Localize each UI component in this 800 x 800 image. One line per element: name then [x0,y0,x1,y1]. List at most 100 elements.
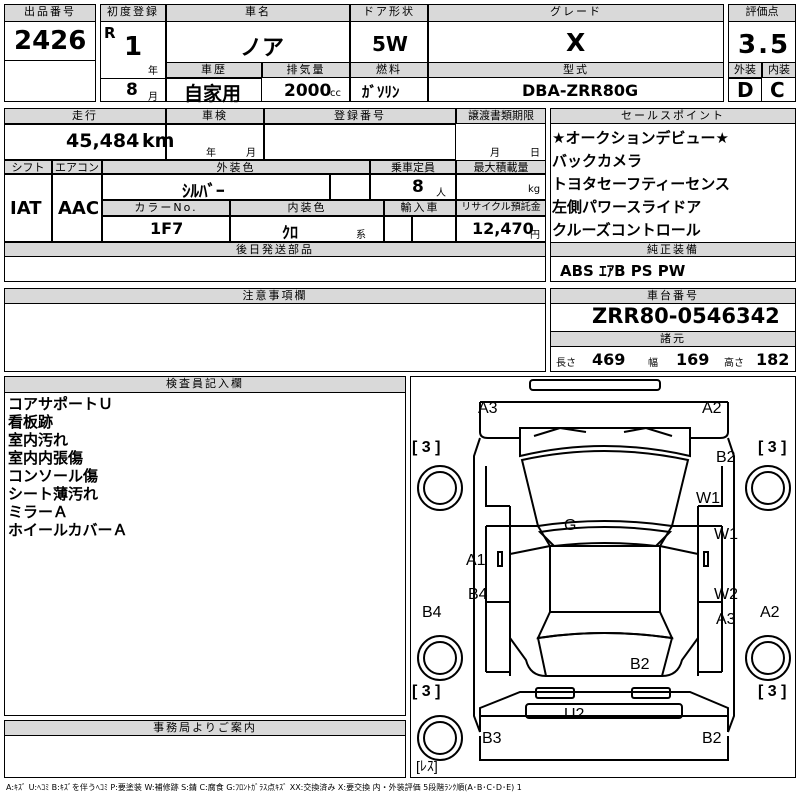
mileage-cell [4,124,166,160]
load-unit: kg [528,184,541,195]
ext-value: D [737,78,754,102]
history-label: 車歴 [166,62,262,78]
spare-tire-label: [ﾚｽ] [416,758,438,774]
load-label: 最大積載量 [456,160,546,174]
mileage-label: 走行 [4,108,166,124]
damage-mark: A1 [466,552,486,569]
tire-score: [ 3 ] [758,439,787,456]
ac-label: エアコン [52,160,102,174]
reg-era: R [104,24,116,42]
damage-mark: B4 [422,604,442,621]
damage-mark: W1 [696,490,720,507]
displacement-value: 2000 [284,81,332,101]
grade-value: X [566,28,586,57]
recycle-value: 12,470 [472,219,534,238]
damage-mark: B4 [468,586,488,603]
capacity-cell [370,174,456,200]
door-value: 5W [372,32,408,56]
color-label: 外装色 [102,160,370,174]
inspector-note: 室内内張傷 [8,449,84,467]
ext-cell [728,78,762,102]
interior-color-cell [230,216,384,242]
fuel-label: 燃料 [350,62,428,78]
plate-cell [264,124,456,160]
equipment-value: ABS ｴｱB PS PW [560,262,686,280]
chassis-value: ZRR80-0546342 [592,304,780,328]
capacity-label: 乗車定員 [370,160,456,174]
color-no-cell [102,216,230,242]
recycle-cell [456,216,546,242]
interior-color-value: ｸﾛ [282,223,299,242]
inspection-cell [166,124,264,160]
recycle-label: リサイクル預託金 [456,200,546,216]
inspector-note: シート薄汚れ [8,485,99,503]
color-value: ｼﾙﾊﾞｰ [182,182,225,202]
history-cell [166,78,262,102]
width-value: 169 [676,350,710,369]
damage-mark: B2 [702,730,722,747]
score-label: 評価点 [728,4,796,22]
lot-spacer [4,60,96,102]
capacity-unit: 人 [436,188,446,199]
load-cell [456,174,546,200]
later-parts-label: 後日発送部品 [4,242,546,257]
sales-points-label: セールスポイント [550,108,796,124]
recycle-unit: 円 [530,230,540,241]
sales-point-item: クルーズコントロール [552,221,701,239]
car-diagram-drawing [417,379,791,761]
model-value: DBA-ZRR80G [522,81,639,100]
color-extra-cell [330,174,370,200]
mileage-value: 45,484 [66,130,140,152]
inspector-note: コンソール傷 [8,467,99,485]
tire-score: [ 3 ] [758,683,787,700]
ac-cell [52,174,102,242]
damage-mark: B2 [630,656,650,673]
length-label: 長さ [556,358,576,369]
interior-color-unit: 系 [356,230,366,241]
office-label: 事務局よりご案内 [4,720,406,736]
transfer-month: 月 [490,148,500,159]
chassis-label: 車台番号 [550,288,796,304]
car-name: ノア [240,36,285,61]
sales-points-list: ★オークションデビュー★ バックカメラ トヨタセーフティーセンス 左側パワースラ… [552,127,796,242]
lot-label: 出品番号 [4,4,96,22]
tire-score: [ 3 ] [412,683,441,700]
damage-mark: B3 [482,730,502,747]
height-label: 高さ [724,358,744,369]
int-label: 内装 [762,62,796,78]
model-label: 型式 [428,62,724,78]
score-value: 3.5 [738,30,791,60]
reg-divider [100,78,166,79]
car-name-label: 車名 [166,4,350,22]
import-cell [384,216,412,242]
sales-point-item: 左側パワースライドア [552,198,702,216]
shift-label: シフト [4,160,52,174]
damage-mark: A2 [702,400,722,417]
inspector-note: コアサポートＵ [8,395,114,413]
import-cell-2 [412,216,456,242]
damage-mark: G [564,517,577,534]
legend: A:ｷｽﾞ U:ﾍｺﾐ B:ｷｽﾞを伴うﾍｺﾐ P:要塗装 W:補修跡 S:錆 … [6,783,522,792]
inspection-year-unit: 年 [206,148,216,159]
damage-mark: A3 [716,611,736,628]
shift-value: IAT [10,198,42,219]
transfer-label: 譲渡書類期限 [456,108,546,124]
inspector-note: 室内汚れ [8,431,69,449]
sales-point-item: トヨタセーフティーセンス [552,175,730,193]
notes-label: 注意事項欄 [4,288,546,304]
reg-month: 8 [126,80,138,100]
import-label: 輸入車 [384,200,456,216]
capacity-value: 8 [412,177,424,197]
inspector-label: 検査員記入欄 [4,376,406,393]
sales-point-item: バックカメラ [552,152,643,170]
displacement-unit: cc [330,88,341,99]
transfer-day: 日 [530,148,540,159]
color-no-label: カラーNo. [102,200,230,216]
damage-mark: W1 [714,526,738,543]
damage-mark: A2 [760,604,780,621]
damage-mark: W2 [714,586,738,603]
color-cell [102,174,330,200]
car-diagram [410,376,796,778]
color-no-value: 1F7 [150,219,184,238]
reg-month-unit: 月 [148,92,158,103]
